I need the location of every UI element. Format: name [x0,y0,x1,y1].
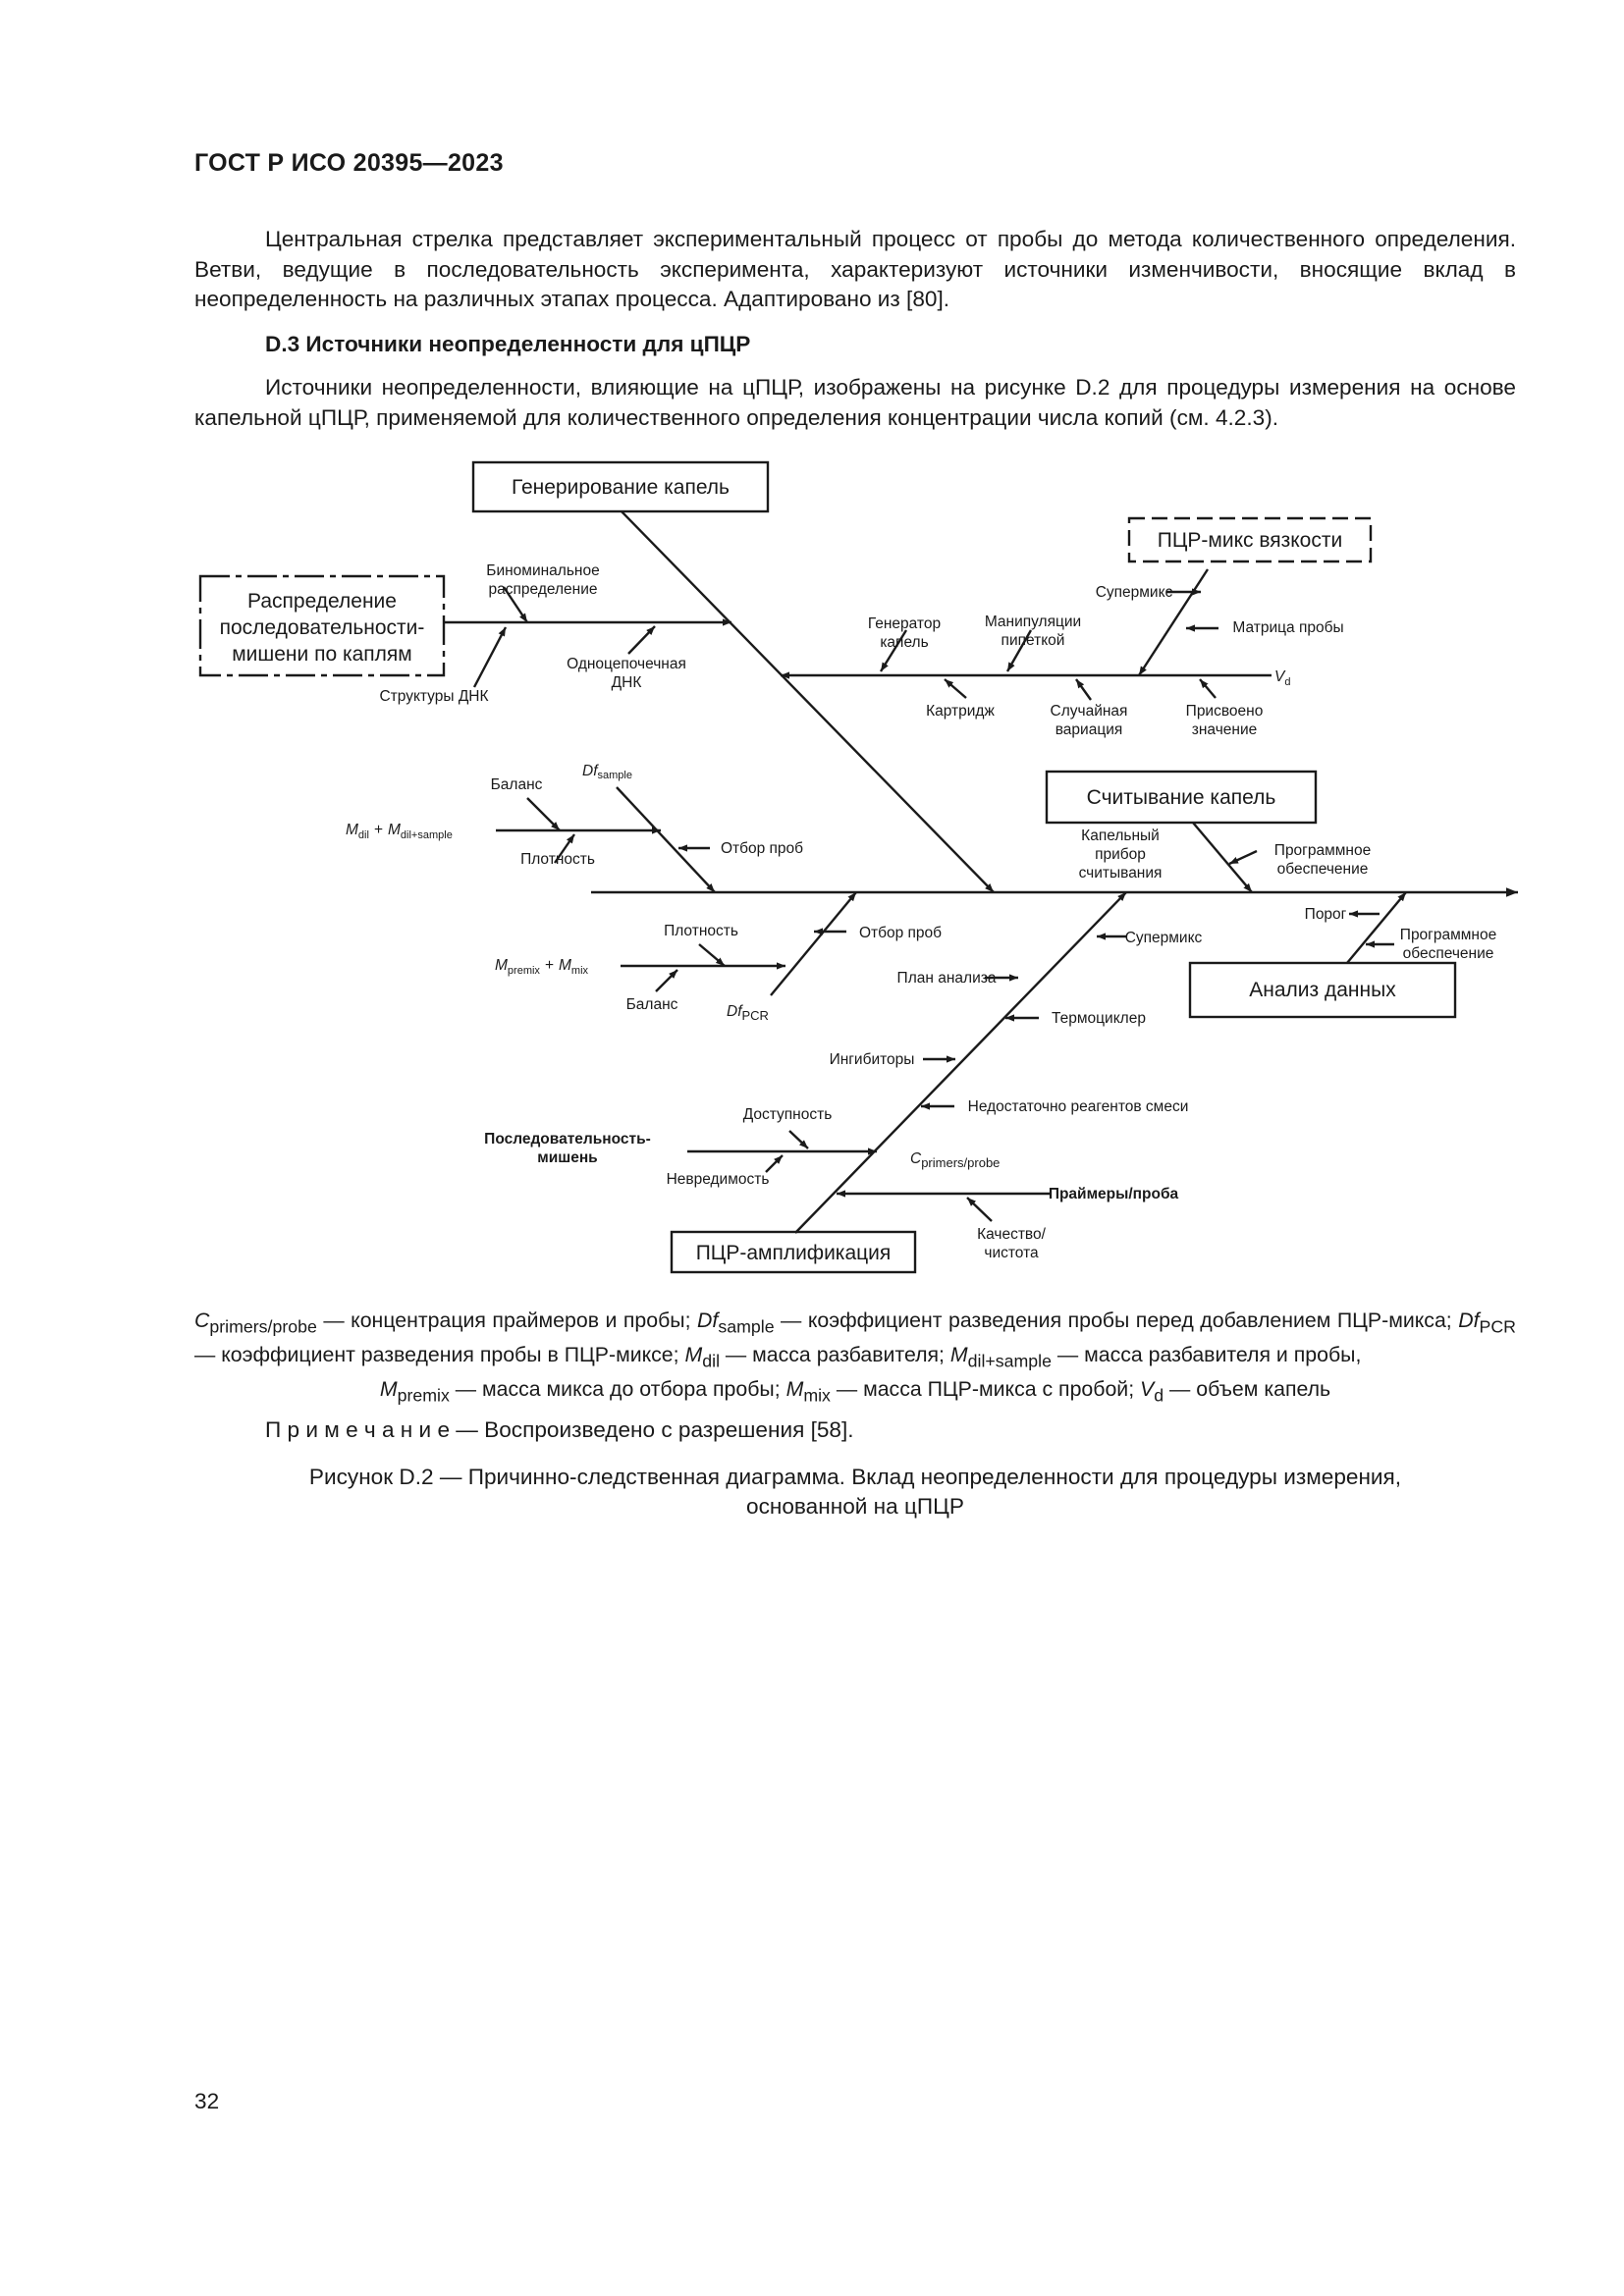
label-reader-2: прибор [1095,846,1146,863]
label-generator-1: Генератор [868,615,941,632]
label-quality-1: Качество/ [977,1226,1047,1243]
box-viscosity [1127,516,1373,563]
label-m-dil-sum: Mdil+Mdil+sample [346,822,453,841]
label-software-analysis-1: Программное [1400,927,1496,943]
document-header: ГОСТ Р ИСО 20395—2023 [194,149,504,177]
label-sample-matrix: Матрица пробы [1232,619,1343,636]
figure-note: П р и м е ч а н и е — Воспроизведено с р… [265,1417,854,1442]
label-assigned-2: значение [1192,721,1257,738]
label-c-primers: Cprimers/probe [910,1150,1000,1170]
label-random-1: Случайная [1051,703,1128,720]
label-reader-3: считывания [1079,865,1163,881]
box-droplet-generation-label: Генерирование капель [512,476,730,499]
box-droplet-generation [471,460,770,513]
label-m-premix-sum: Mpremix+Mmix [495,957,589,977]
box-pcr-amp-label: ПЦР-амплификация [696,1242,892,1264]
label-vd: Vd [1274,668,1290,688]
label-assigned-1: Присвоено [1186,703,1264,720]
branch-df-pcr [770,891,857,996]
branch-droplet-reading [1192,822,1253,893]
label-software-analysis-2: обеспечение [1403,945,1494,962]
label-binomial-1: Биноминальное [486,562,599,579]
box-target-distribution-label-3: мишени по каплям [232,643,412,666]
label-reader-1: Капельный [1081,828,1160,844]
label-target-seq-2: мишень [537,1149,597,1166]
label-balance-top: Баланс [491,776,543,793]
label-integrity: Невредимость [667,1171,770,1188]
label-balance-mid: Баланс [626,996,678,1013]
label-quality-2: чистота [984,1245,1039,1261]
label-threshold: Порог [1305,906,1347,923]
label-supermix-top: Супермикс [1096,584,1173,601]
figure-legend: Cprimers/probe — концентрация праймеров … [194,1308,1516,1405]
label-plan: План анализа [897,970,997,987]
label-availability: Доступность [743,1106,833,1123]
section-paragraph: Источники неопределенности, влияющие на … [194,375,1516,430]
label-pipetting-1: Манипуляции [985,614,1081,630]
label-ss-dna-2: ДНК [612,674,642,691]
figure-caption: Рисунок D.2 — Причинно-следственная диаг… [308,1465,1402,1519]
label-density-mid: Плотность [664,923,738,939]
label-inhibitors: Ингибиторы [830,1051,915,1068]
label-dna-structures: Структуры ДНК [379,688,488,705]
label-pipetting-2: пипеткой [1001,632,1065,649]
label-density-top: Плотность [520,851,595,868]
label-df-pcr: DfPCR [727,1003,769,1023]
box-data-analysis [1188,961,1457,1019]
section-title: D.3 Источники неопределенности для цПЦР [265,332,751,356]
intro-paragraph: Центральная стрелка представляет экспери… [194,227,1516,311]
label-ss-dna-1: Одноцепочечная [567,656,686,672]
label-df-sample: Dfsample [582,763,632,781]
box-data-analysis-label: Анализ данных [1249,979,1396,1001]
label-generator-2: капель [880,634,928,651]
branch-viscosity [1137,568,1210,676]
box-target-distribution-label-1: Распределение [247,590,397,613]
label-sampling-mid: Отбор проб [859,925,942,941]
branch-pcr-amp [794,891,1127,1234]
label-primers: Праймеры/проба [1049,1186,1179,1202]
label-sampling-top: Отбор проб [721,840,803,857]
box-droplet-reading-label: Считывание капель [1087,786,1276,809]
box-target-distribution [198,574,446,677]
label-insufficient: Недостаточно реагентов смеси [968,1098,1189,1115]
box-pcr-amp [670,1230,917,1274]
box-droplet-reading [1045,770,1318,825]
box-viscosity-label: ПЦР-микс вязкости [1158,529,1342,552]
branch-data-analysis [1346,891,1407,964]
label-target-seq-1: Последовательность- [484,1131,651,1148]
label-software-reading-1: Программное [1274,842,1371,859]
label-thermocycler: Термоциклер [1052,1010,1146,1027]
page-number: 32 [194,2089,220,2113]
fishbone-diagram: Генерирование капель ПЦР-микс вязкости Р… [198,460,1518,1274]
box-target-distribution-label-2: последовательности- [220,616,425,639]
label-random-2: вариация [1056,721,1123,738]
label-supermix-mid: Супермикс [1125,930,1203,946]
branch-droplet-generation [621,510,995,893]
label-software-reading-2: обеспечение [1277,861,1369,878]
label-binomial-2: распределение [489,581,598,598]
label-cartridge: Картридж [926,703,995,720]
branch-df-sample [616,786,716,893]
